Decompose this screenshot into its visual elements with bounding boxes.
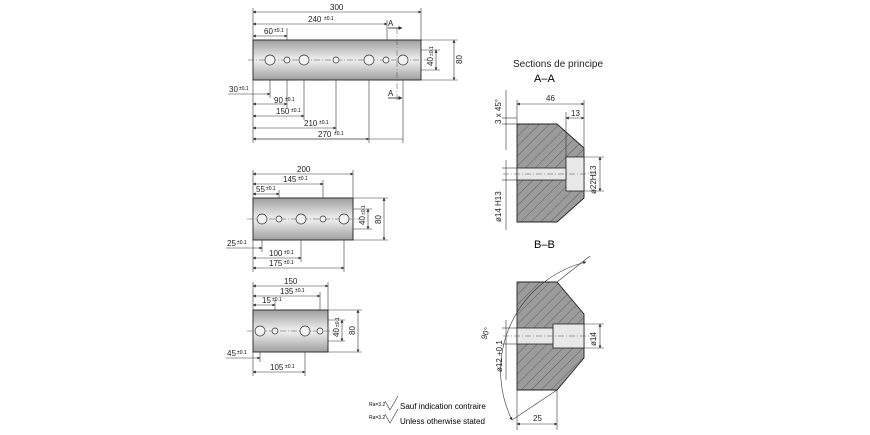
note-en: Unless otherwise stated (400, 417, 485, 426)
tol-bot-15: ±0.1 (272, 297, 282, 303)
dim-top-80: 80 (455, 55, 464, 64)
tol-mid-100: ±0.1 (284, 250, 294, 256)
dim-aa-chamfer: 3 x 45° (494, 99, 503, 124)
dim-mid-80: 80 (374, 215, 383, 224)
tol-top-40: ±0.1 (429, 46, 435, 56)
tol-mid-40: ±0.1 (361, 205, 367, 215)
dim-top-210: 210 (304, 119, 318, 128)
section-aa: A–A 46 13 3 x 45° ø22H13 ø14 H13 (494, 73, 604, 230)
dim-bb-bore-left: ø12 +0.1 (495, 340, 504, 372)
dim-mid-145: 145 (283, 175, 297, 184)
dim-mid-40: 40 (358, 216, 367, 225)
section-bb: B–B 90° ø14 ø12 +0.1 25 (479, 239, 604, 430)
bottom-bar-view: 150 135 ±0.1 15 ±0.1 45 ±0.1 105 ±0.1 40… (226, 277, 362, 376)
dim-bb-angle: 90° (479, 326, 492, 340)
top-bar-holes (264, 54, 409, 66)
dim-aa-13: 13 (571, 109, 580, 118)
tol-top-150: ±0.1 (291, 108, 301, 114)
dim-aa-bore-large: ø22H13 (589, 165, 598, 194)
dim-top-40: 40 (426, 57, 435, 66)
top-bar-view: A A 300 240 ±0.1 60 ±0.1 30 ±0.1 90 ±0.1… (228, 3, 464, 143)
tol-mid-175: ±0.1 (284, 260, 294, 266)
section-bb-title: B–B (534, 239, 555, 251)
tol-bot-40: ±0.1 (335, 317, 341, 327)
dim-mid-175: 175 (269, 259, 283, 268)
tol-top-210: ±0.1 (319, 120, 329, 126)
cut-label-a-top: A (388, 19, 394, 28)
dim-bb-bore-right: ø14 (589, 332, 598, 346)
dim-top-240: 240 (308, 15, 322, 24)
cut-plane-a: A A (388, 19, 403, 100)
dim-mid-200: 200 (297, 165, 311, 174)
dim-top-30: 30 (229, 85, 238, 94)
tol-bot-45: ±0.1 (237, 350, 247, 356)
tol-top-30: ±0.1 (239, 86, 249, 92)
section-aa-title: A–A (534, 73, 555, 85)
mid-bar-view: 200 145 ±0.1 55 ±0.1 25 ±0.1 100 ±0.1 17… (226, 165, 388, 272)
dim-mid-100: 100 (269, 249, 283, 258)
dim-aa-46: 46 (546, 94, 555, 103)
dim-mid-55: 55 (256, 185, 265, 194)
note-fr: Sauf indication contraire (400, 402, 486, 411)
tol-top-90: ±0.1 (285, 97, 295, 103)
surface-finish-notes: Ra=3.2 Sauf indication contraire Ra=3.2 … (369, 395, 486, 426)
check-mark-icon (384, 395, 399, 411)
dim-bot-80: 80 (348, 326, 357, 335)
section-bb-bore-right (552, 323, 585, 349)
bottom-bar-holes (254, 325, 324, 337)
tol-mid-145: ±0.1 (298, 176, 308, 182)
dim-bot-45: 45 (227, 349, 236, 358)
tol-top-270: ±0.1 (334, 131, 344, 137)
tol-mid-25: ±0.1 (237, 240, 247, 246)
tol-bot-135: ±0.1 (295, 288, 305, 294)
dim-top-60: 60 (264, 27, 273, 36)
tol-top-240: ±0.1 (324, 16, 334, 22)
dim-bot-150: 150 (284, 277, 298, 286)
dim-bot-40: 40 (332, 328, 341, 337)
dim-bot-15: 15 (262, 296, 271, 305)
sections-heading: Sections de principe (513, 59, 603, 70)
dim-bot-105: 105 (270, 363, 284, 372)
dim-top-90: 90 (274, 96, 283, 105)
check-mark-icon (384, 408, 399, 424)
dim-top-270: 270 (318, 130, 332, 139)
dim-bot-135: 135 (280, 287, 294, 296)
mid-bar-holes (256, 213, 350, 225)
cut-label-a-bottom: A (388, 89, 394, 98)
tol-top-60: ±0.1 (274, 28, 284, 34)
ra-symbol-2: Ra=3.2 (369, 415, 385, 421)
ra-symbol-1: Ra=3.2 (369, 402, 385, 408)
tol-bot-105: ±0.1 (285, 364, 295, 370)
dim-bb-25: 25 (533, 414, 542, 423)
dim-top-300: 300 (330, 3, 344, 12)
dim-mid-25: 25 (227, 239, 236, 248)
tol-mid-55: ±0.1 (266, 186, 276, 192)
dim-aa-bore-small: ø14 H13 (494, 191, 503, 222)
dim-top-150: 150 (276, 107, 290, 116)
